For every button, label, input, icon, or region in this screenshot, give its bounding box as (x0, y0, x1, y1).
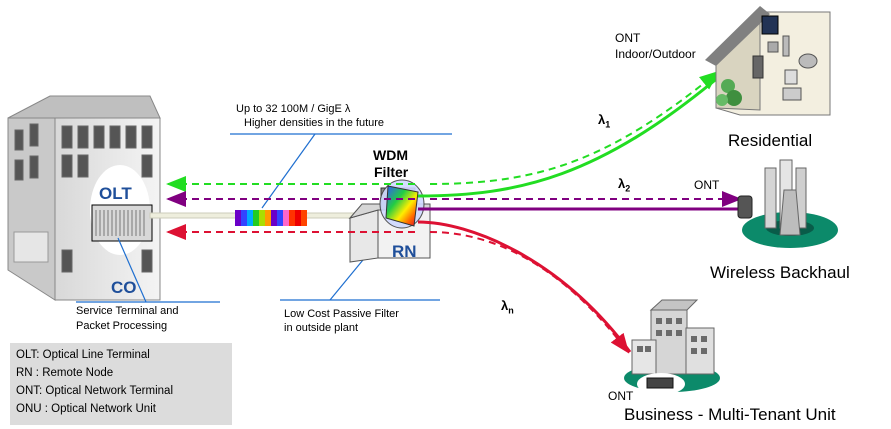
lambda-2-label: λ2 (618, 176, 631, 194)
residential-house (705, 6, 831, 116)
abbreviation-legend: OLT: Optical Line Terminal RN : Remote N… (10, 343, 232, 425)
wdm-title-line1: WDM (373, 147, 408, 163)
rn-label: RN (392, 242, 417, 261)
wdm-title-line2: Filter (374, 164, 409, 180)
business-label: Business - Multi-Tenant Unit (624, 405, 836, 424)
central-office-building (7, 95, 161, 301)
olt-label: OLT (99, 184, 132, 203)
co-caption-line2: Packet Processing (76, 320, 168, 332)
callout-lines (76, 133, 452, 303)
wavelengths-note-line2: Higher densities in the future (244, 117, 385, 129)
wavelengths-note-line1: Up to 32 100M / GigE λ (236, 103, 351, 115)
co-caption-line1: Service Terminal and (76, 305, 179, 317)
wireless-label: Wireless Backhaul (710, 263, 850, 282)
business-ont-label: ONT (608, 389, 634, 403)
lambda-1-label: λ1 (598, 112, 611, 130)
co-label: CO (111, 278, 137, 297)
legend-rn: RN : Remote Node (16, 367, 114, 379)
filter-caption-line2: in outside plant (284, 322, 358, 334)
residential-label: Residential (728, 131, 813, 150)
filter-caption-line1: Low Cost Passive Filter (284, 308, 399, 320)
residential-ont-line2: Indoor/Outdoor (615, 47, 696, 61)
wireless-tower (737, 159, 838, 248)
legend-ont: ONT: Optical Network Terminal (16, 385, 173, 397)
business-buildings (624, 299, 720, 395)
wireless-ont-label: ONT (694, 178, 720, 192)
legend-onu: ONU : Optical Network Unit (16, 403, 156, 415)
olt-equipment (91, 204, 153, 242)
legend-olt: OLT: Optical Line Terminal (16, 349, 150, 361)
wavelength-block (235, 210, 307, 226)
lambda-n-label: λn (501, 298, 514, 316)
residential-ont-line1: ONT (615, 31, 641, 45)
